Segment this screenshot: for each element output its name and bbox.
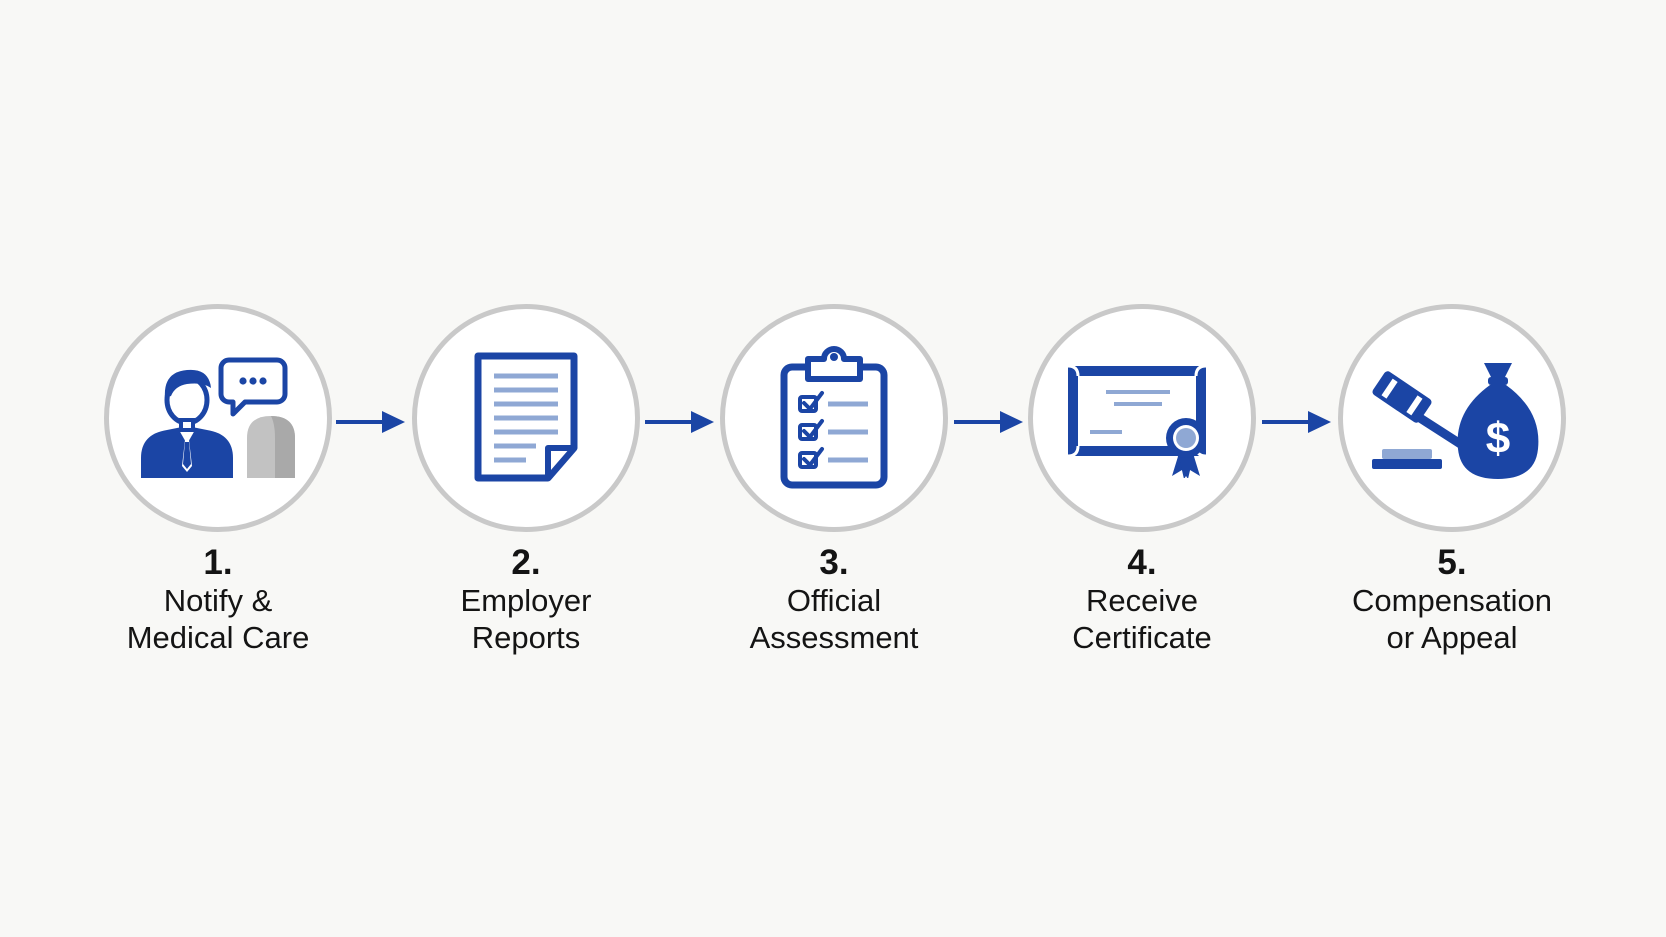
award-seal-icon xyxy=(1166,418,1206,478)
step-title-line-1: Employer xyxy=(460,583,592,618)
arrow-right-icon xyxy=(336,411,405,433)
grey-figure-icon xyxy=(247,416,295,478)
step-2: 2. Employer Reports xyxy=(371,304,681,656)
money-bag-icon: $ xyxy=(1457,363,1539,479)
step-4-circle xyxy=(1028,304,1256,532)
certificate-icon xyxy=(1067,364,1207,478)
step-2-circle xyxy=(412,304,640,532)
speech-bubble-icon xyxy=(218,357,288,417)
step-3-circle xyxy=(720,304,948,532)
businessman-icon xyxy=(141,369,233,478)
step-5: $ 5. Compensation or Appeal xyxy=(1297,304,1607,656)
clipboard-checklist-icon xyxy=(780,346,888,489)
step-number: 3. xyxy=(819,543,849,582)
step-3-label: 3. Official Assessment xyxy=(750,544,919,656)
step-1-label: 1. Notify & Medical Care xyxy=(127,544,310,656)
step-number: 1. xyxy=(203,543,233,582)
dollar-sign-icon: $ xyxy=(1486,414,1510,463)
step-5-label: 5. Compensation or Appeal xyxy=(1352,544,1552,656)
step-4: 4. Receive Certificate xyxy=(987,304,1297,656)
step-2-label: 2. Employer Reports xyxy=(461,544,592,656)
gavel-money-bag-icon: $ xyxy=(1372,363,1539,479)
step-title-line-1: Official xyxy=(786,583,882,618)
document-icon xyxy=(474,352,578,482)
step-1: 1. Notify & Medical Care xyxy=(63,304,373,656)
step-number: 4. xyxy=(1127,543,1157,582)
step-title-line-2: or Appeal xyxy=(1386,620,1518,655)
step-title-line-1: Notify & xyxy=(163,583,273,618)
arrow-right-icon xyxy=(645,411,714,433)
step-title-line-2: Assessment xyxy=(749,620,919,655)
step-title-line-2: Certificate xyxy=(1072,620,1212,655)
step-3: 3. Official Assessment xyxy=(679,304,989,656)
arrow-right-icon xyxy=(954,411,1023,433)
step-1-circle xyxy=(104,304,332,532)
step-title-line-2: Medical Care xyxy=(126,620,310,655)
gavel-icon xyxy=(1372,371,1467,469)
step-number: 5. xyxy=(1437,543,1467,582)
step-5-circle: $ xyxy=(1338,304,1566,532)
step-4-label: 4. Receive Certificate xyxy=(1072,544,1212,656)
step-title-line-2: Reports xyxy=(471,620,581,655)
step-title-line-1: Compensation xyxy=(1352,583,1552,618)
step-title-line-1: Receive xyxy=(1085,583,1198,618)
person-speech-bubble-icon xyxy=(141,357,295,478)
step-number: 2. xyxy=(511,543,541,582)
arrow-right-icon xyxy=(1262,411,1331,433)
